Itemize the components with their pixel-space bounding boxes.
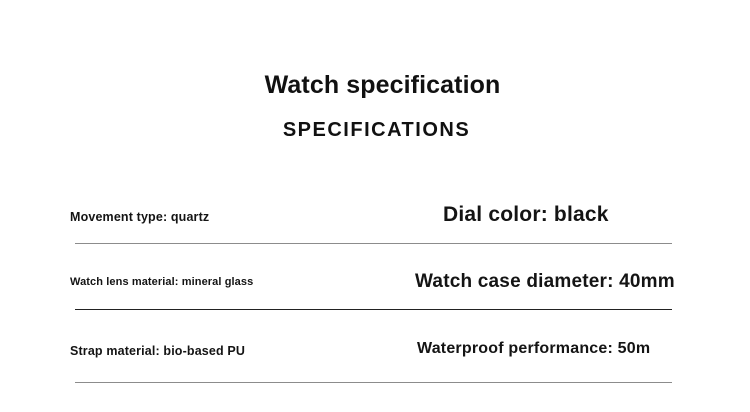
spec-item-watch-lens-material: Watch lens material: mineral glass: [70, 276, 254, 288]
table-row: Watch lens material: mineral glass Watch…: [0, 264, 750, 330]
page-title: Watch specification: [264, 71, 501, 99]
row-divider: [75, 382, 672, 383]
row-divider: [75, 243, 672, 244]
spec-item-waterproof-performance: Waterproof performance: 50m: [417, 340, 651, 357]
page-subtitle: SPECIFICATIONS: [282, 119, 471, 141]
spec-item-strap-material: Strap material: bio-based PU: [70, 344, 246, 358]
table-row: Strap material: bio-based PU Waterproof …: [0, 330, 750, 398]
row-divider: [75, 309, 672, 310]
table-row: Movement type: quartz Dial color: black: [0, 198, 750, 264]
spec-item-dial-color: Dial color: black: [443, 203, 609, 226]
spec-item-watch-case-diameter: Watch case diameter: 40mm: [415, 271, 675, 292]
spec-item-movement-type: Movement type: quartz: [70, 210, 210, 224]
